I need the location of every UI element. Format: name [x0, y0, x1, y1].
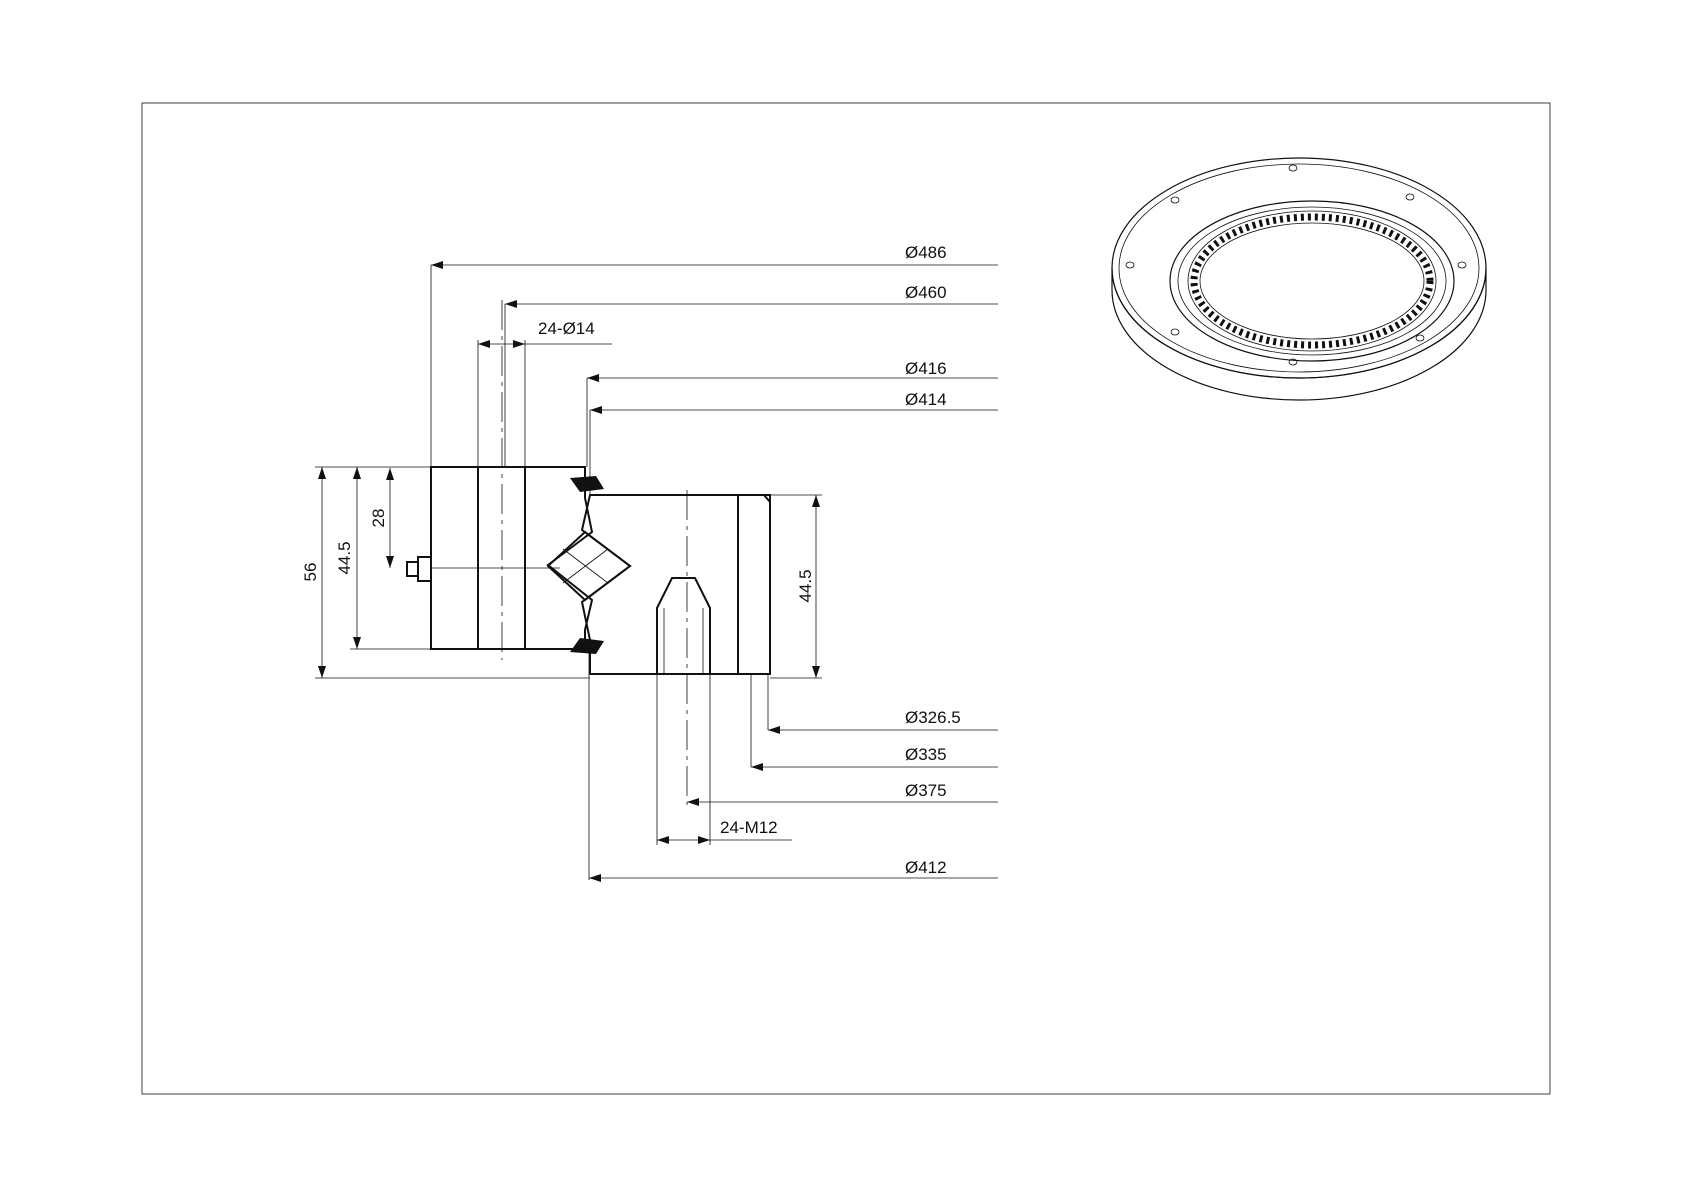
grease-nipple [417, 556, 432, 582]
drawing-frame [141, 102, 1551, 1095]
dim-height-56: 56 [301, 563, 320, 582]
dim-416: Ø416 [905, 359, 947, 378]
threaded-hole [656, 577, 711, 675]
dim-375: Ø375 [905, 781, 947, 800]
seal-top [570, 476, 604, 492]
dim-412: Ø412 [905, 858, 947, 877]
dim-414: Ø414 [905, 390, 947, 409]
dim-24-m12: 24-M12 [720, 818, 778, 837]
right-height-dimension: 44.5 [770, 494, 822, 679]
outer-ring-left [430, 466, 479, 650]
outer-ring-right [524, 466, 594, 650]
roller [546, 530, 632, 602]
dim-24-14: 24-Ø14 [538, 319, 595, 338]
slewing-ring-iso-view-icon [1111, 157, 1487, 401]
bolt-hole-outer [477, 466, 526, 650]
dim-326-5: Ø326.5 [905, 708, 961, 727]
dim-height-28: 28 [369, 509, 388, 528]
bottom-dimensions: Ø326.5 Ø335 Ø375 24-M12 Ø412 [588, 649, 998, 882]
dim-height-44-5: 44.5 [335, 541, 354, 574]
dim-460: Ø460 [905, 283, 947, 302]
dim-inner-height-44-5: 44.5 [796, 569, 815, 602]
dim-486: Ø486 [905, 243, 947, 262]
top-dimensions: Ø486 Ø460 24-Ø14 Ø416 Ø414 [430, 243, 998, 495]
inner-bore-face [737, 494, 771, 675]
cross-roller-bearing-section-icon [406, 300, 771, 805]
seal-bottom [570, 638, 604, 654]
left-dimensions: 56 44.5 28 [301, 466, 590, 679]
dim-335: Ø335 [905, 745, 947, 764]
inner-ring [580, 494, 771, 675]
